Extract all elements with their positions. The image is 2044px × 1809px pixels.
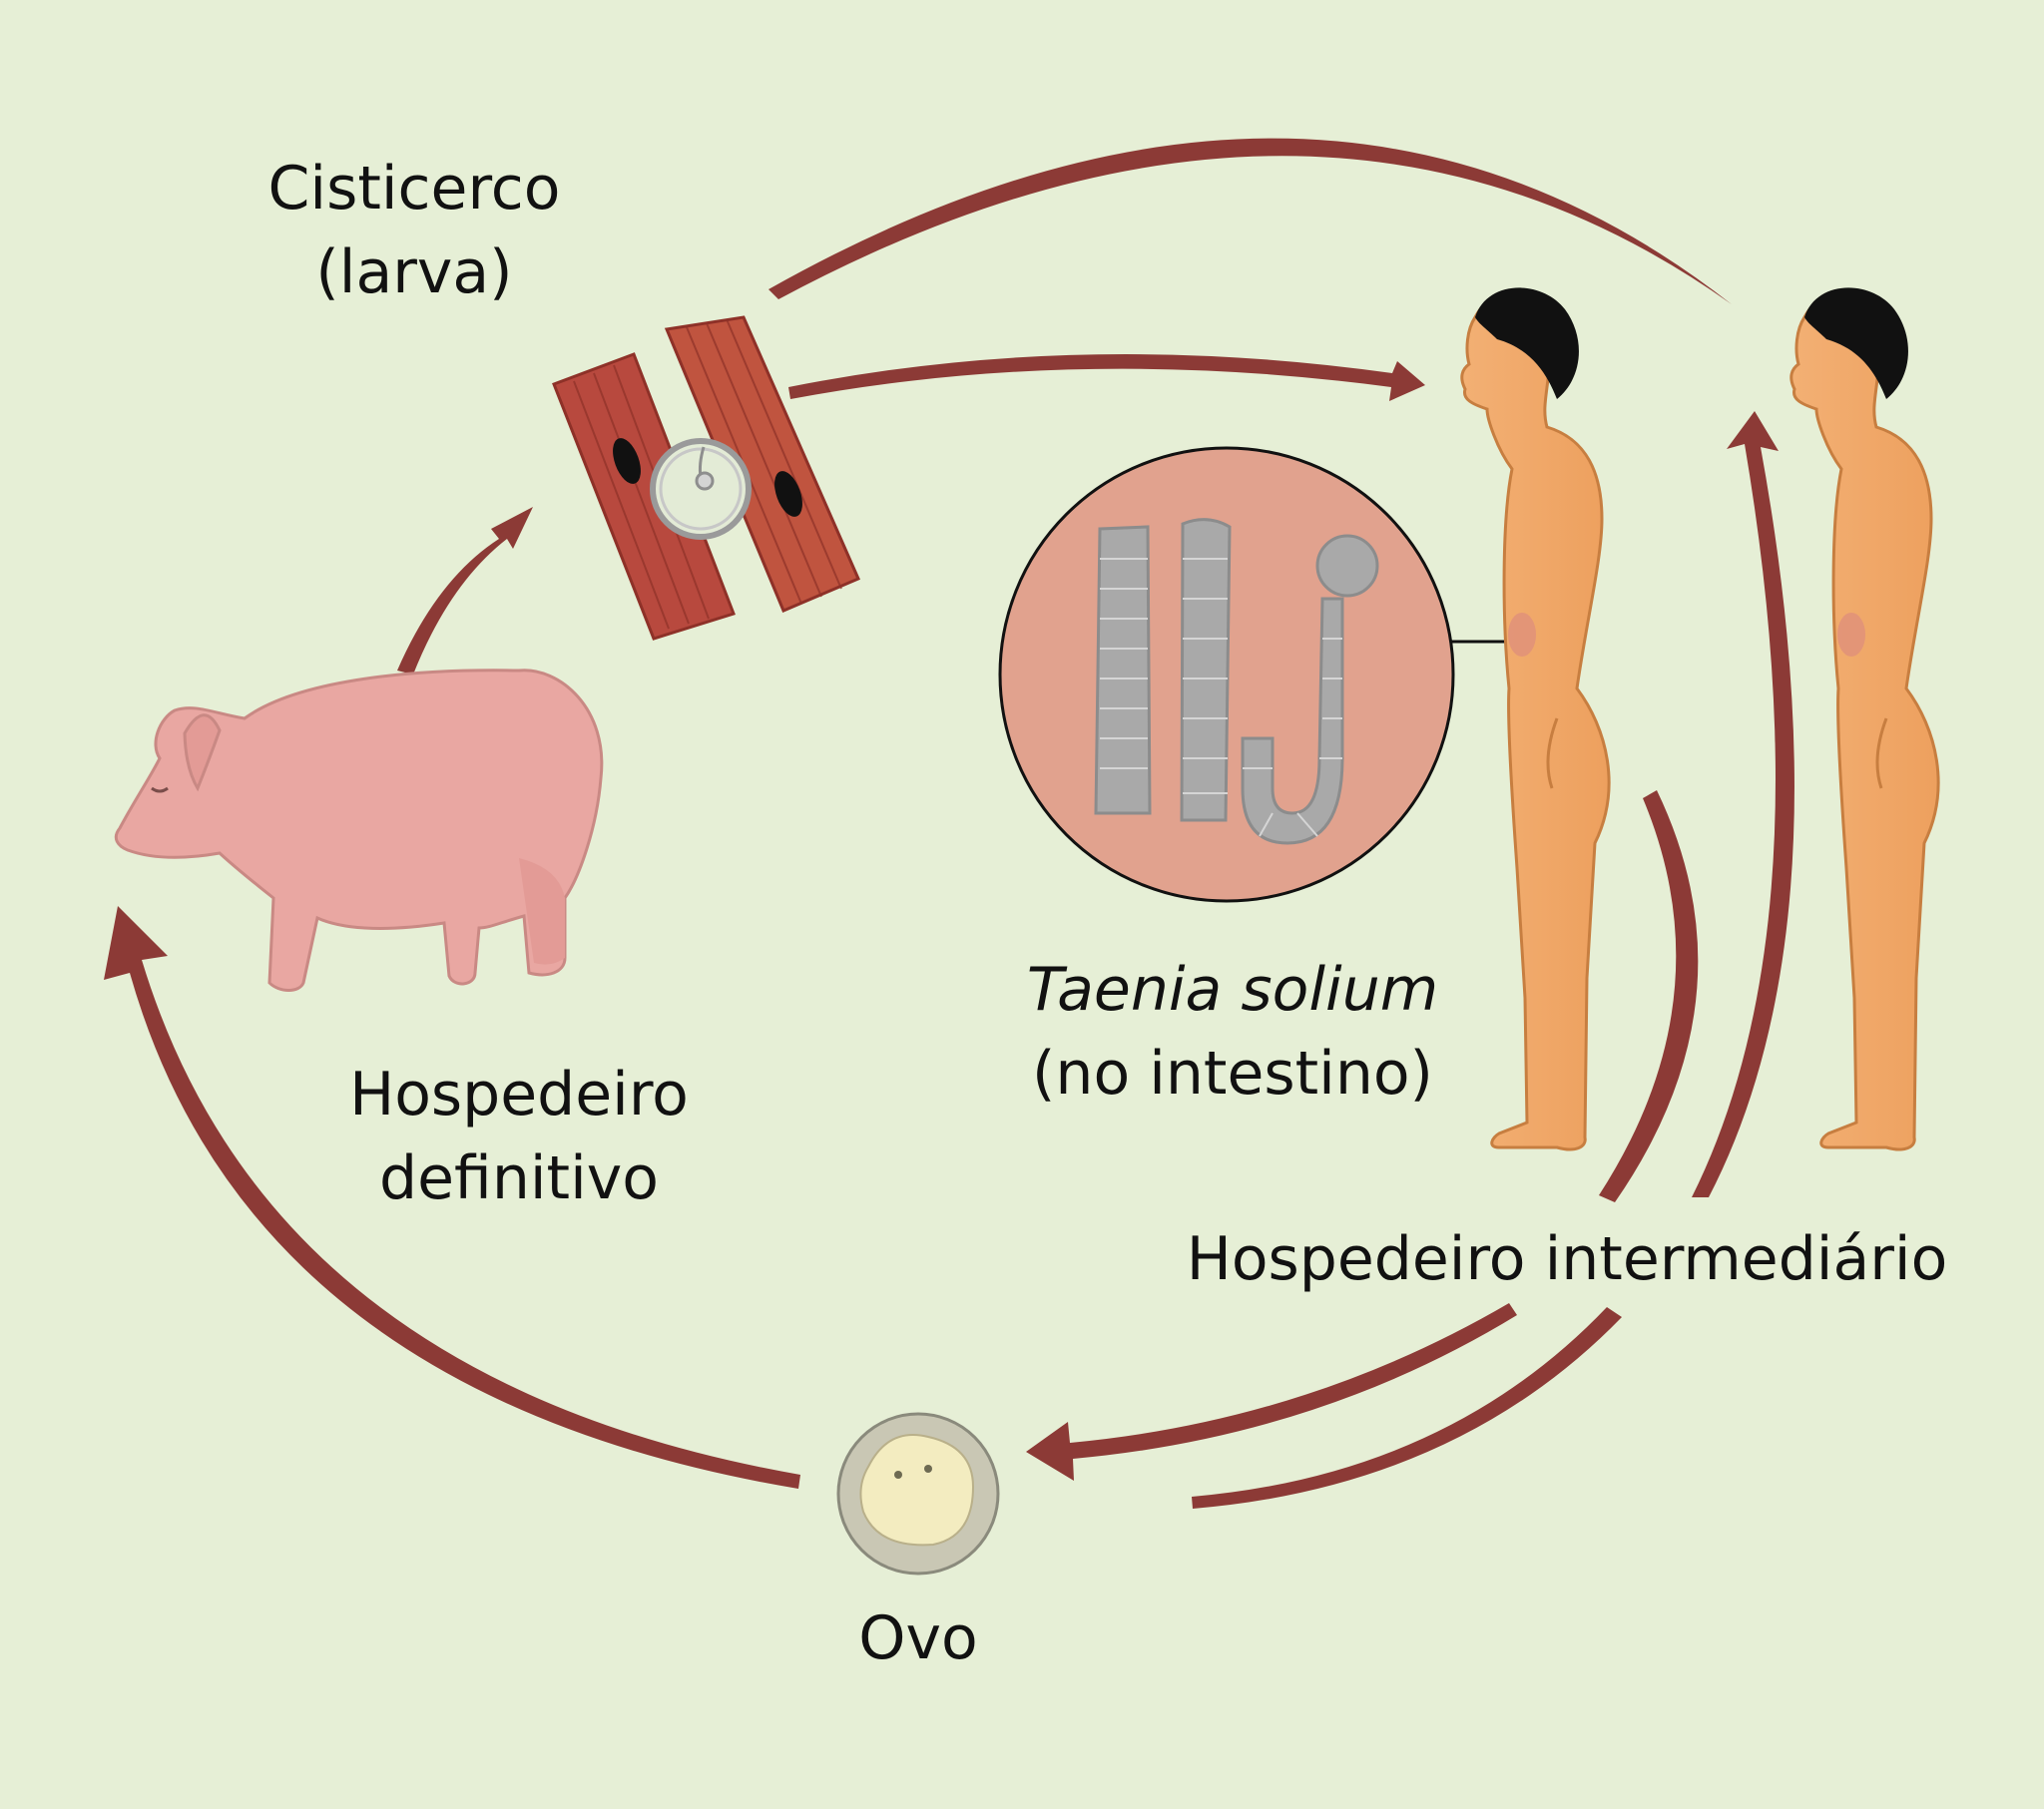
cysticercus-label: Cisticerco (larva) [250,147,579,314]
definitive-host-line-2: definitivo [379,1143,659,1213]
egg-text: Ovo [858,1603,978,1673]
human-right [1789,287,1940,1151]
human-figure-icon [1460,287,1940,1151]
arrow-human-to-egg-1 [1599,790,1699,1202]
taenia-location: (no intestino) [1032,1039,1433,1109]
taenia-label: Taenia solium (no intestino) [998,948,1467,1116]
arrow-egg-to-pig [104,906,800,1489]
definitive-host-line-1: Hospedeiro [349,1060,689,1130]
cysticercus-subtitle: (larva) [315,237,513,307]
egg-icon [836,1412,1000,1576]
arrow-top-arc [768,138,1732,304]
cysticercus-icon [650,438,752,540]
tapeworm-lens-icon [998,446,1527,903]
cysticercus-title: Cisticerco [267,154,561,224]
arrow-pig-to-muscle [397,507,533,675]
definitive-host-label: Hospedeiro definitivo [319,1053,719,1220]
arrows [104,138,1794,1509]
egg-label: Ovo [818,1596,1018,1680]
intermediate-host-label: Hospedeiro intermediário [1148,1217,1986,1301]
pig-icon [114,669,604,992]
human-left [1460,287,1611,1151]
intermediate-host-text: Hospedeiro intermediário [1186,1224,1948,1294]
arrow-human-to-egg-2 [1692,411,1794,1197]
arrow-muscle-to-human [788,354,1425,401]
taenia-name: Taenia solium [1026,955,1439,1025]
muscle-fiber-icon [552,315,860,641]
arrow-human-to-egg-1b [1026,1303,1517,1481]
